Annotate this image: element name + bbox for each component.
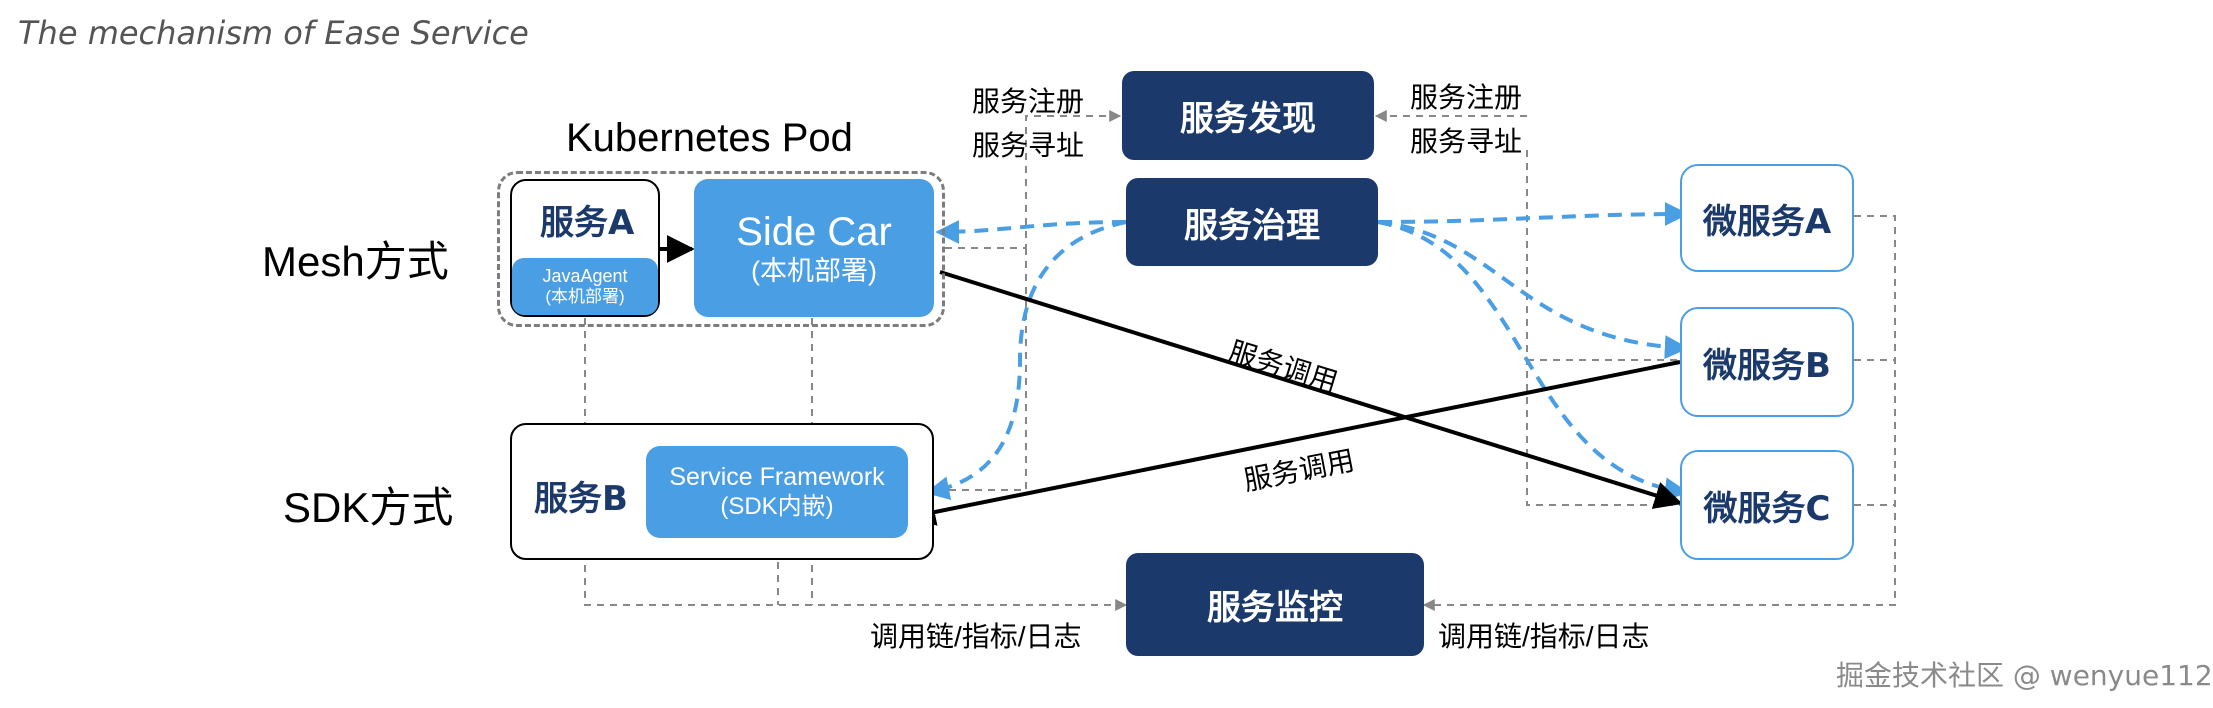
- kubernetes-pod-label: Kubernetes Pod: [566, 116, 853, 160]
- governance-to-micro-a-curve: [1377, 202, 1689, 227]
- framework-to-discovery-line: [910, 248, 1027, 491]
- trace-note-right: 调用链/指标/日志: [1438, 621, 1650, 652]
- mesh-mode-label: Mesh方式: [262, 238, 449, 285]
- lookup-note-left: 服务寻址: [972, 130, 1085, 161]
- java-agent-label: JavaAgent: [542, 266, 628, 286]
- service-framework-label: Service Framework: [669, 463, 885, 491]
- microservice-c-box: 微服务C: [1680, 450, 1854, 560]
- trace-note-left: 调用链/指标/日志: [870, 621, 1082, 652]
- micro-b-to-framework-arrow: [907, 360, 1681, 526]
- watermark: 掘金技术社区 @ wenyue112: [1836, 659, 2213, 692]
- micro-to-monitor-line: [1422, 215, 1896, 611]
- sidecar-label: Side Car: [736, 210, 892, 254]
- java-agent-deploy-label: (本机部署): [545, 287, 625, 306]
- governance-to-framework-curve: [925, 220, 1127, 500]
- service-framework-sdk-label: (SDK内嵌): [720, 493, 834, 520]
- service-discovery-box: 服务发现: [1122, 71, 1374, 160]
- sidecar-box: Side Car (本机部署): [694, 179, 934, 317]
- java-agent-to-monitor-line: [584, 318, 1128, 611]
- lookup-note-right: 服务寻址: [1410, 126, 1523, 157]
- kubernetes-pod-boundary: [497, 171, 945, 327]
- micro-to-discovery-line: [1526, 150, 1680, 506]
- governance-curves: [925, 202, 1689, 502]
- registry-lines-right: [1374, 110, 1680, 506]
- sidecar-to-micro-c-arrow: [939, 270, 1683, 509]
- register-note-right: 服务注册: [1410, 82, 1523, 113]
- diagram-title: The mechanism of Ease Service: [18, 14, 529, 52]
- governance-to-sidecar-curve: [935, 219, 1127, 244]
- service-a-label: 服务A: [540, 203, 635, 243]
- service-governance-box: 服务治理: [1126, 178, 1378, 266]
- microservice-a-box: 微服务A: [1680, 164, 1854, 272]
- sdk-mode-label: SDK方式: [283, 484, 454, 531]
- service-framework-box: Service Framework (SDK内嵌): [646, 446, 908, 538]
- registry-lines-left: [910, 110, 1122, 491]
- sidecar-to-discovery-line: [945, 110, 1122, 249]
- java-agent-box: JavaAgent (本机部署): [512, 258, 658, 315]
- register-note-left: 服务注册: [972, 86, 1085, 117]
- microservice-b-box: 微服务B: [1680, 307, 1854, 417]
- governance-to-micro-b-curve: [1377, 220, 1689, 360]
- call-lines: [660, 235, 1683, 526]
- service-monitoring-box: 服务监控: [1126, 553, 1424, 656]
- service-b-label: 服务B: [534, 479, 628, 519]
- governance-to-micro-c-curve: [1377, 220, 1689, 502]
- sidecar-deploy-label: (本机部署): [751, 256, 877, 286]
